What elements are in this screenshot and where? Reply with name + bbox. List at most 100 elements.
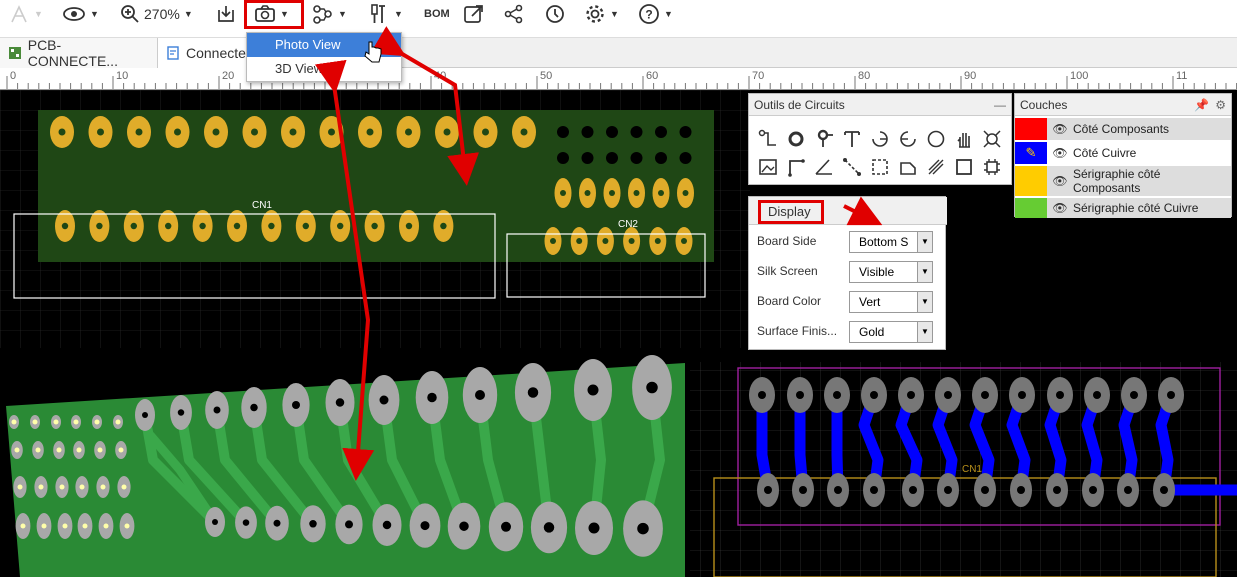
routed-pad-hole [1160, 486, 1168, 494]
arc2-tool-icon[interactable] [897, 128, 919, 150]
routed-pad-hole [1053, 486, 1061, 494]
tab-label: PCB-CONNECTE... [27, 37, 118, 69]
photo-pad-hole [73, 419, 79, 425]
gear-icon[interactable]: ⚙ [1215, 98, 1226, 112]
cn2-silkscreen-box [506, 233, 706, 298]
pad-hole [443, 128, 451, 136]
photo-pad-hole [56, 447, 62, 453]
help-icon: ? [639, 4, 659, 24]
eye-icon[interactable]: 👁 [1052, 201, 1068, 215]
import-button[interactable] [216, 0, 236, 28]
export-button[interactable] [463, 0, 485, 28]
cn2-label: CN2 [618, 219, 638, 230]
gear-icon [586, 5, 604, 23]
photo-pad-hole [213, 406, 221, 414]
zoom-button[interactable]: 270% ▼ [120, 0, 193, 28]
eye-icon[interactable]: 👁 [1052, 174, 1068, 188]
routed-pad-hole [1124, 486, 1132, 494]
polygon-tool-icon[interactable] [897, 156, 919, 178]
area-tool-icon[interactable] [869, 156, 891, 178]
angle-tool-icon[interactable] [813, 156, 835, 178]
pad-hole [337, 222, 344, 230]
photo-pad-hole [82, 523, 88, 529]
measure-tool-icon[interactable] [925, 156, 947, 178]
routed-pad-hole [1167, 391, 1175, 399]
hole [655, 126, 667, 138]
photo-pad-hole [20, 523, 26, 529]
hand-tool-icon[interactable] [953, 128, 975, 150]
routed-pad-hole [944, 486, 952, 494]
view-button[interactable]: ▼ [62, 0, 99, 28]
board-color-select[interactable]: Vert▼ [849, 291, 933, 313]
pad-hole [633, 190, 640, 196]
eye-icon[interactable]: 👁 [1052, 122, 1068, 136]
silk-screen-select[interactable]: Visible▼ [849, 261, 933, 283]
pad-hole [366, 128, 374, 136]
photo-pad-hole [76, 447, 82, 453]
layer-name: Côté Cuivre [1073, 146, 1137, 160]
image-tool-icon[interactable] [757, 156, 779, 178]
photo-pad-hole [646, 381, 658, 394]
pad-hole [681, 238, 687, 244]
bom-button[interactable]: BOM [424, 0, 450, 28]
export-icon [464, 5, 483, 23]
photo-pad-hole [79, 484, 85, 490]
hole [581, 126, 594, 138]
hole [679, 126, 692, 138]
cn1-routed-label: CN1 [962, 464, 982, 475]
silk-outline [713, 477, 1217, 577]
ruler-label: 90 [964, 70, 976, 82]
routed-pad-hole [1089, 486, 1097, 494]
board-side-select[interactable]: Bottom S▼ [849, 231, 933, 253]
silk-screen-label: Silk Screen [757, 264, 818, 278]
ruler: 010203040506070809010011 [0, 68, 1237, 90]
layer-row-composants[interactable]: 👁 Côté Composants [1015, 118, 1231, 140]
board-color-label: Board Color [757, 294, 822, 308]
photo-pad-hole [115, 419, 121, 425]
share-button[interactable] [504, 0, 524, 28]
pcb-file-icon [9, 47, 21, 59]
menu-item-3d-view[interactable]: 3D View [275, 61, 324, 76]
tools-button[interactable]: ▼ [368, 0, 403, 28]
pad-hole [654, 238, 661, 244]
settings-button[interactable]: ▼ [584, 0, 619, 28]
layer-row-serigraphie-composants[interactable]: 👁 Sérigraphie côté Composants [1015, 166, 1231, 196]
layer-row-serigraphie-cuivre[interactable]: 👁 Sérigraphie côté Cuivre [1015, 198, 1231, 218]
text-tool-icon[interactable] [841, 128, 863, 150]
tab-label: Connecte [186, 45, 246, 61]
dimension-tool-icon[interactable] [841, 156, 863, 178]
surface-finish-select[interactable]: Gold▼ [849, 321, 933, 343]
track-tool-icon[interactable] [785, 156, 807, 178]
photo-pad-hole [35, 447, 41, 453]
share-nodes-button[interactable]: ▼ [312, 0, 347, 28]
history-button[interactable] [544, 0, 566, 28]
photo-pad-hole [100, 484, 106, 490]
circle-tool-icon[interactable] [925, 128, 947, 150]
hole [655, 152, 667, 164]
component-tool-icon[interactable] [981, 156, 1003, 178]
hole [606, 152, 618, 164]
via-tool-icon[interactable] [813, 128, 835, 150]
tab-bar: PCB-CONNECTE... Connecte [0, 37, 1237, 69]
help-button[interactable]: ? ▼ [638, 0, 673, 28]
tab-pcb-connecteur[interactable]: PCB-CONNECTE... [0, 37, 158, 69]
camera-menu: Photo View 3D View [246, 32, 402, 82]
photo-pad-hole [14, 447, 20, 453]
layer-row-cuivre[interactable]: ✎ 👁 Côté Cuivre [1015, 142, 1231, 164]
rectangle-tool-icon[interactable] [953, 156, 975, 178]
eye-icon[interactable]: 👁 [1052, 146, 1068, 160]
camera-button[interactable]: ▼ [254, 0, 289, 28]
wire-tool-icon[interactable] [757, 128, 779, 150]
routed-pad-hole [1056, 391, 1064, 399]
photo-pad-hole [273, 519, 281, 527]
pad-hole [405, 222, 413, 230]
pad-tool-icon[interactable] [785, 128, 807, 150]
menu-item-photo-view[interactable]: Photo View [247, 33, 401, 57]
pin-icon[interactable]: 📌 [1194, 98, 1209, 112]
pad-hole [658, 190, 664, 196]
panel-title: Couches [1020, 98, 1068, 112]
connect-tool-icon[interactable] [981, 128, 1003, 150]
arc-tool-icon[interactable] [869, 128, 891, 150]
tab-connecteur[interactable]: Connecte [158, 38, 258, 68]
minimize-icon[interactable]: — [994, 98, 1006, 112]
